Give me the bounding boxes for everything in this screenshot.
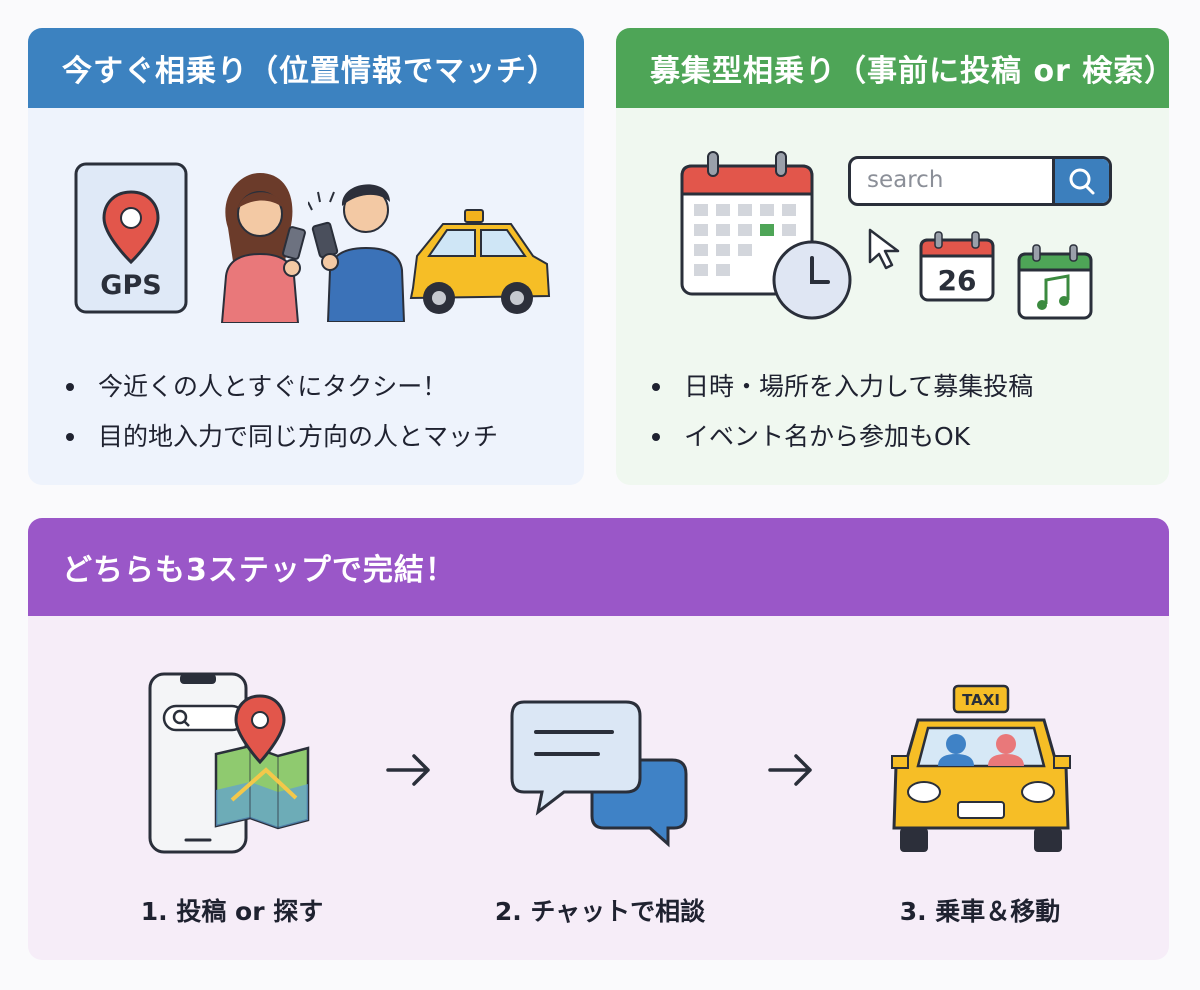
recruit-rideshare-card: 募集型相乗り（事前に投稿 or 検索） search — [616, 28, 1169, 485]
search-box[interactable]: search — [848, 156, 1112, 206]
taxi-side-icon — [409, 209, 551, 314]
search-placeholder: search — [867, 167, 944, 193]
search-button[interactable] — [1052, 159, 1109, 203]
recruit-feature-item: 日時・場所を入力して募集投稿 — [646, 362, 1033, 412]
calendar-clock-icon — [680, 151, 852, 320]
calendar-date-icon: 26 — [919, 231, 995, 302]
gps-icon: GPS — [74, 162, 188, 314]
phone-map-icon — [148, 672, 310, 854]
chat-bubbles-icon — [510, 700, 688, 848]
step-1-label: 1. 投稿 or 探す — [140, 897, 324, 926]
taxi-front-icon: TAXI — [891, 684, 1071, 852]
recruit-card-title: 募集型相乗り（事前に投稿 or 検索） — [616, 28, 1169, 108]
now-feature-item: 今近くの人とすぐにタクシー！ — [60, 362, 498, 412]
now-rideshare-card: 今すぐ相乗り（位置情報でマッチ） GPS 今近くの人とすぐにタクシー！ 目的地 — [28, 28, 584, 485]
calendar-date: 26 — [938, 264, 977, 297]
search-icon — [1069, 168, 1095, 195]
arrow-right-icon — [768, 754, 812, 786]
now-feature-item: 目的地入力で同じ方向の人とマッチ — [60, 412, 498, 462]
arrow-right-icon — [386, 754, 430, 786]
taxi-sign: TAXI — [962, 691, 1000, 709]
step-2-label: 2. チャットで相談 — [494, 897, 706, 926]
three-steps-card: どちらも3ステップで完結！ TAXI — [28, 518, 1169, 960]
steps-card-title: どちらも3ステップで完結！ — [28, 518, 1169, 616]
now-card-title: 今すぐ相乗り（位置情報でマッチ） — [28, 28, 584, 108]
man-with-phone-icon — [308, 184, 406, 322]
recruit-feature-item: イベント名から参加もOK — [646, 412, 1033, 462]
step-3-label: 3. 乗車＆移動 — [899, 897, 1061, 926]
cursor-icon — [868, 228, 900, 270]
now-feature-list: 今近くの人とすぐにタクシー！ 目的地入力で同じ方向の人とマッチ — [60, 362, 498, 462]
recruit-feature-list: 日時・場所を入力して募集投稿 イベント名から参加もOK — [646, 362, 1033, 462]
gps-label: GPS — [100, 270, 161, 301]
music-event-icon — [1017, 244, 1093, 320]
woman-with-phone-icon — [220, 173, 306, 323]
